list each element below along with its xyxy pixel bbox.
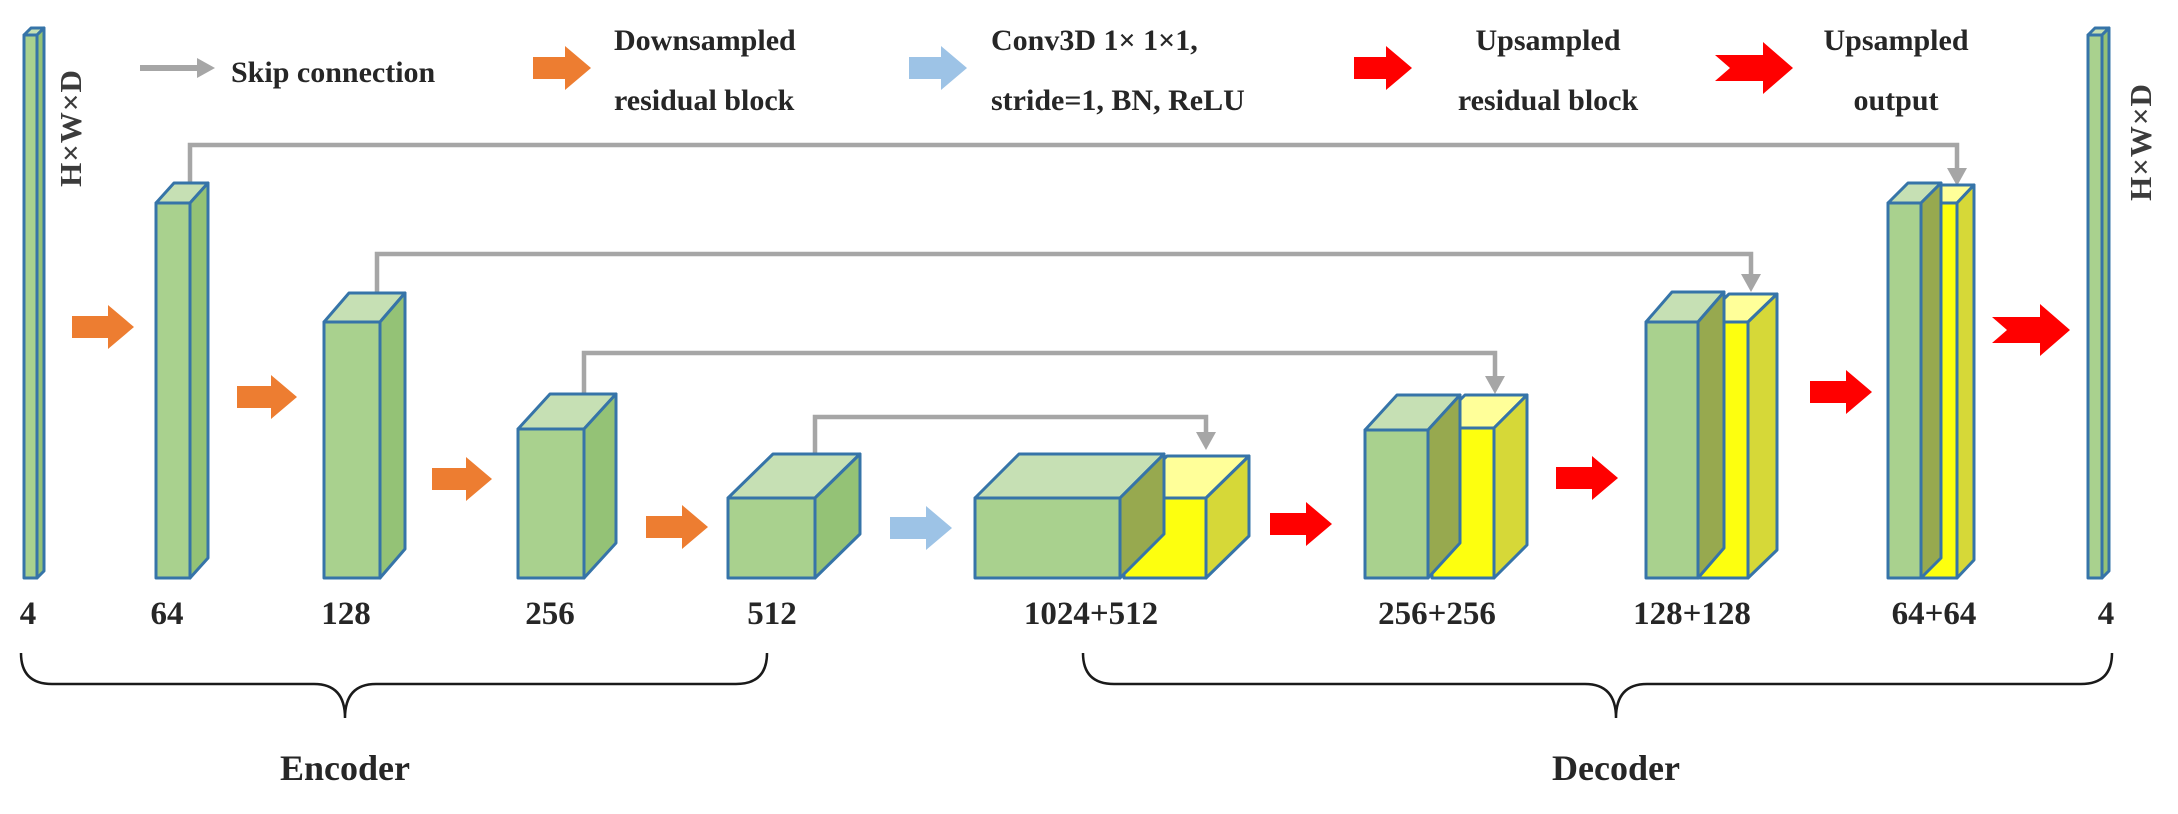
block-side-face: [378, 291, 407, 580]
block-side-face: [188, 181, 210, 580]
decoder-channels-256: 256+256: [1378, 596, 1496, 632]
upsampled-output-arrow-icon: [1715, 42, 1793, 94]
downsample-arrows: [72, 305, 708, 549]
legend-item-skip-connection: Skip connection: [140, 56, 436, 89]
skip-arrowhead-level3: [1485, 376, 1505, 394]
skip-connection-arrowheads: [1196, 168, 1967, 450]
block-side-face: [582, 392, 618, 580]
skip-connection-line-level1: [187, 142, 1960, 183]
legend-label-output-line2: output: [1853, 84, 1938, 117]
input-side-face: [35, 26, 46, 580]
conv3d-arrow-icon: [909, 46, 967, 90]
decoder-channels-128: 128+128: [1633, 596, 1751, 632]
input-channels-label: 4: [20, 596, 37, 632]
block-side-face: [1492, 393, 1529, 580]
skip-arrowhead-level4: [1196, 432, 1216, 450]
downsample-arrow-2: [237, 375, 297, 419]
block-front-face: [973, 496, 1122, 580]
block-front-face: [1363, 428, 1430, 580]
skip-connections: [187, 142, 1960, 454]
input-front-face: [22, 33, 39, 580]
block-front-face: [154, 201, 192, 580]
channel-labels: 4 64 128 256 512 1024+512 256+256 128+12…: [20, 596, 2115, 632]
block-front-face: [1644, 320, 1700, 580]
encoder-section-label: Encoder: [280, 748, 410, 788]
skip-arrow-icon-head: [197, 58, 215, 78]
legend: Skip connection Downsampled residual blo…: [140, 24, 1969, 117]
output-front-face: [2086, 33, 2104, 580]
legend-label-conv3d-line1: Conv3D 1× 1×1,: [991, 24, 1198, 57]
downsample-arrow-4: [646, 505, 708, 549]
downsample-arrow-3: [432, 457, 492, 501]
encoder-channels-128: 128: [321, 596, 371, 632]
conv3d-arrow: [890, 506, 952, 550]
bottleneck-concat-block: [973, 452, 1251, 580]
legend-label-output-line1: Upsampled: [1823, 24, 1968, 57]
block-side-face: [1746, 292, 1779, 580]
encoder-block-128: [322, 291, 407, 580]
block-front-face: [322, 320, 382, 580]
decoder-section-label: Decoder: [1552, 748, 1680, 788]
block-side-face: [1426, 393, 1462, 580]
legend-item-upsampled-residual: Upsampled residual block: [1354, 24, 1638, 117]
block-side-face: [1955, 183, 1976, 580]
legend-label-downsampled-line1: Downsampled: [614, 24, 796, 57]
skip-connection-line-level3: [581, 350, 1498, 394]
encoder-channels-512: 512: [747, 596, 797, 632]
block-side-face: [813, 452, 862, 580]
legend-item-conv3d: Conv3D 1× 1×1, stride=1, BN, ReLU: [909, 24, 1245, 117]
decoder-channels-64: 64+64: [1892, 596, 1977, 632]
output-dims-label: H×W×D: [2123, 83, 2158, 201]
legend-label-skip: Skip connection: [231, 56, 436, 89]
output-side-face: [2100, 26, 2111, 580]
conv3d-arrows: [890, 506, 952, 550]
block-side-face: [1696, 290, 1726, 580]
encoder-channels-64: 64: [151, 596, 184, 632]
legend-label-upsampled-line2: residual block: [1458, 84, 1639, 117]
encoder-block-256: [516, 392, 618, 580]
output-channels-label: 4: [2098, 596, 2115, 632]
upsample-arrow-3: [1810, 370, 1872, 414]
block-front-face: [726, 496, 817, 580]
upsample-arrow-icon: [1354, 46, 1412, 90]
legend-item-downsampled: Downsampled residual block: [533, 24, 796, 117]
decoder-green-part: [1363, 393, 1462, 580]
block-side-face: [1919, 181, 1943, 580]
upsample-arrows: [1270, 304, 2070, 546]
encoder-channels-256: 256: [525, 596, 575, 632]
decoder-brace: [1081, 652, 2114, 719]
output-volume-block: [2086, 26, 2111, 580]
decoder-green-part: [1644, 290, 1726, 580]
skip-connection-line-level4: [812, 414, 1209, 454]
decoder-block-64: [1886, 181, 1976, 580]
skip-connection-line-level2: [374, 251, 1754, 293]
skip-arrowhead-level2: [1741, 274, 1761, 292]
legend-item-upsampled-output: Upsampled output: [1715, 24, 1969, 117]
encoder-block-512: [726, 452, 862, 580]
upsample-arrow-2: [1556, 456, 1618, 500]
block-front-face: [1886, 201, 1923, 580]
legend-label-downsampled-line2: residual block: [614, 84, 795, 117]
encoder-brace: [19, 652, 769, 719]
upsampled-output-arrow: [1992, 304, 2070, 356]
skip-arrowhead-level1: [1947, 168, 1967, 186]
downsample-arrow-1: [72, 305, 134, 349]
bottleneck-channels: 1024+512: [1024, 596, 1158, 632]
decoder-block-256: [1363, 393, 1529, 580]
block-side-face: [1118, 452, 1166, 580]
input-volume-block: [22, 26, 46, 580]
upsample-arrow-1: [1270, 502, 1332, 546]
input-dims-label: H×W×D: [53, 69, 88, 187]
encoder-block-64: [154, 181, 210, 580]
downsample-arrow-icon: [533, 46, 591, 90]
bottleneck-green-part: [973, 452, 1166, 580]
legend-label-upsampled-line1: Upsampled: [1475, 24, 1620, 57]
legend-label-conv3d-line2: stride=1, BN, ReLU: [991, 84, 1245, 117]
block-front-face: [516, 427, 586, 580]
decoder-block-128: [1644, 290, 1779, 580]
decoder-green-part: [1886, 181, 1943, 580]
block-side-face: [1204, 454, 1251, 580]
